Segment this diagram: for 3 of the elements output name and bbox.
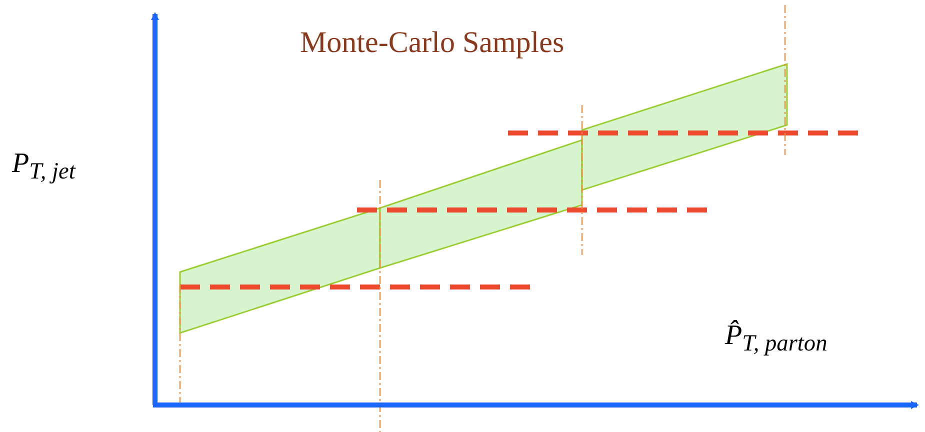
- chart-title: Monte-Carlo Samples: [300, 28, 564, 58]
- axis-label: P̂$_{T, parton}$: [725, 322, 828, 356]
- axis-label: P$_{T, jet}$: [12, 150, 76, 184]
